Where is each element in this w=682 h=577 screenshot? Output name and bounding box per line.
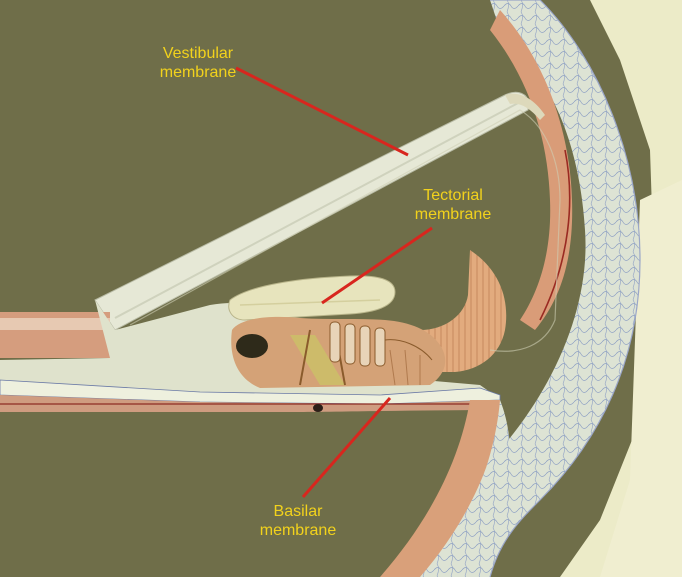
vestibular-membrane-label: Vestibular membrane xyxy=(146,44,250,82)
basilar-membrane-label: Basilar membrane xyxy=(244,502,352,540)
basilar-label-line2: membrane xyxy=(244,521,352,540)
vestibular-label-line2: membrane xyxy=(146,63,250,82)
tectorial-membrane-label: Tectorial membrane xyxy=(398,186,508,224)
tectorial-label-line1: Tectorial xyxy=(398,186,508,205)
basilar-label-line1: Basilar xyxy=(244,502,352,521)
vestibular-label-line1: Vestibular xyxy=(146,44,250,63)
tectorial-label-line2: membrane xyxy=(398,205,508,224)
